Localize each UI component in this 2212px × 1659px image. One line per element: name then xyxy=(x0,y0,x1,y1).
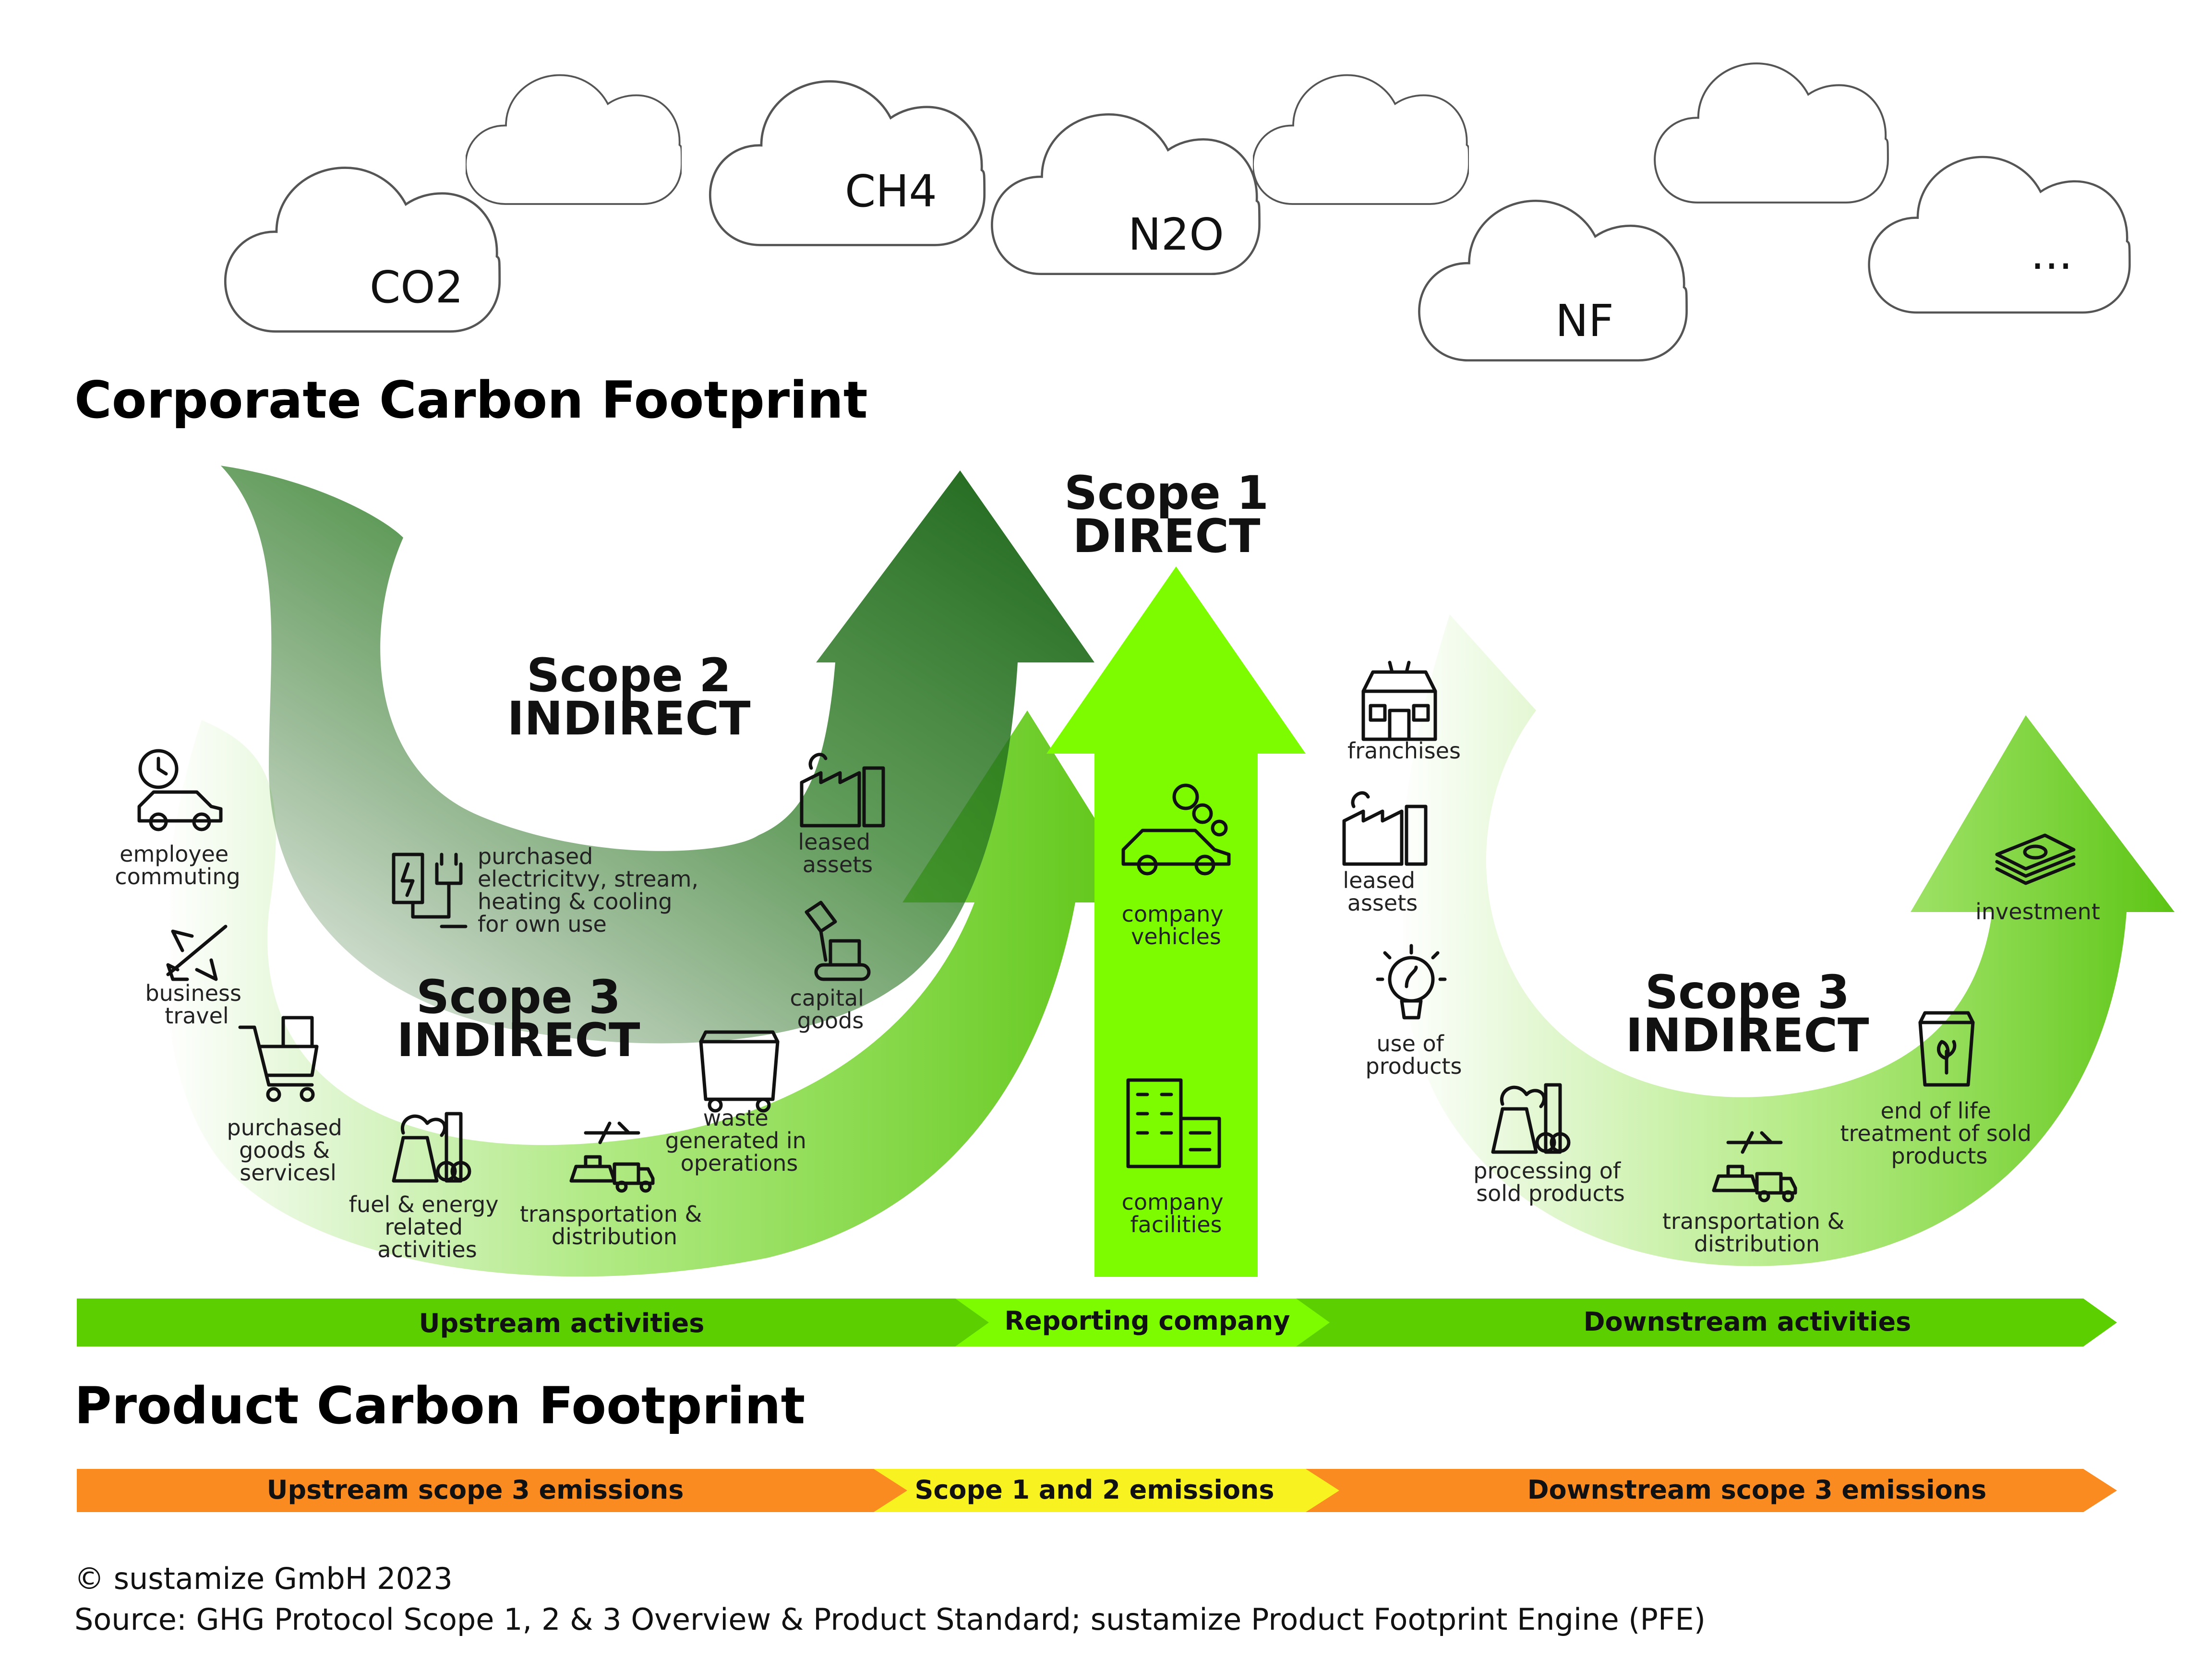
heading-corporate-carbon-footprint: Corporate Carbon Footprint xyxy=(74,371,868,430)
scope1-label: Scope 1 DIRECT xyxy=(1064,466,1269,563)
label-transportation-upstream: transportation & distribution xyxy=(520,1201,709,1250)
cloud-more: ... xyxy=(1869,157,2130,313)
cloud-n2o: N2O xyxy=(992,114,1259,274)
label-end-of-life: end of life treatment of sold products xyxy=(1840,1098,2038,1169)
waste-bin-icon xyxy=(699,1030,780,1113)
cloud-blank-1 xyxy=(466,74,682,205)
scope2-arrow xyxy=(221,466,1094,1044)
scope3-downstream-arrow xyxy=(1398,614,2175,1266)
cloud-label-ch4: CH4 xyxy=(845,166,937,217)
heading-product-carbon-footprint: Product Carbon Footprint xyxy=(74,1376,805,1435)
cloud-label-n2o: N2O xyxy=(1128,209,1224,260)
excavator-icon xyxy=(805,901,871,981)
label-transportation-downstream: transportation & distribution xyxy=(1662,1208,1851,1257)
cloud-blank-3 xyxy=(1655,63,1888,203)
band-label-upstream-activities: Upstream activities xyxy=(419,1308,705,1338)
factory-icon xyxy=(800,753,885,828)
airplane-icon xyxy=(166,925,228,981)
processing-plant-icon xyxy=(1491,1083,1571,1154)
label-leased-assets-upstream: leased assets xyxy=(798,829,877,878)
band-downstream-activities xyxy=(1296,1298,2117,1346)
scope3-downstream-line2: INDIRECT xyxy=(1626,1009,1869,1062)
label-purchased-electricity: purchased electricitvy, stream, heating … xyxy=(478,843,706,937)
electric-plug-icon xyxy=(392,853,468,928)
footer-source: Source: GHG Protocol Scope 1, 2 & 3 Over… xyxy=(74,1602,1706,1637)
band-label-downstream-scope3: Downstream scope 3 emissions xyxy=(1527,1475,1987,1505)
band-label-upstream-scope3: Upstream scope 3 emissions xyxy=(267,1475,684,1505)
recycle-bin-icon xyxy=(1918,1011,1975,1087)
band-upstream-activities xyxy=(77,1298,994,1346)
label-fuel-energy: fuel & energy related activities xyxy=(349,1191,505,1262)
band-downstream-scope3 xyxy=(1306,1469,2117,1512)
office-building-icon xyxy=(1126,1078,1221,1168)
cloud-label-more: ... xyxy=(2031,228,2073,279)
car-emission-icon xyxy=(1121,783,1231,876)
money-stack-icon xyxy=(1995,833,2076,885)
band-label-reporting-company: Reporting company xyxy=(1005,1306,1290,1336)
label-investment: investment xyxy=(1975,899,2100,925)
label-business-travel: business travel xyxy=(145,980,248,1029)
employee-commuting-icon xyxy=(137,749,223,831)
label-franchises: franchises xyxy=(1347,738,1461,764)
label-company-facilities: company facilities xyxy=(1122,1189,1231,1238)
scope3-upstream-arrow xyxy=(164,710,1148,1277)
scope3-upstream-label: Scope 3 INDIRECT xyxy=(397,970,640,1067)
shopping-cart-icon xyxy=(238,1016,319,1102)
label-company-vehicles: company vehicles xyxy=(1122,901,1231,950)
band-label-downstream-activities: Downstream activities xyxy=(1584,1307,1911,1337)
cloud-ch4: CH4 xyxy=(710,82,984,245)
band-reporting-company xyxy=(955,1298,1339,1346)
label-capital-goods: capital goods xyxy=(790,985,871,1034)
scope2-line2: INDIRECT xyxy=(507,692,751,745)
transport-icon xyxy=(569,1121,655,1193)
label-use-of-products: use of products xyxy=(1366,1031,1462,1079)
storefront-icon xyxy=(1361,661,1437,741)
scope3-upstream-line1: Scope 3 xyxy=(416,970,621,1024)
cloud-nf: NF xyxy=(1419,201,1686,360)
cloud-blank-2 xyxy=(1253,74,1469,205)
scope2-line1: Scope 2 xyxy=(527,649,731,702)
scope2-label: Scope 2 INDIRECT xyxy=(507,649,751,745)
cloud-label-co2: CO2 xyxy=(370,262,463,313)
label-employee-commuting: employee commuting xyxy=(115,841,240,890)
scope1-line1: Scope 1 xyxy=(1064,466,1269,520)
label-leased-assets-downstream: leased assets xyxy=(1343,867,1422,916)
label-waste: waste generated in operations xyxy=(665,1105,814,1176)
band-upstream-scope3 xyxy=(77,1469,912,1512)
scope1-line2: DIRECT xyxy=(1073,509,1261,563)
footer-copyright: © sustamize GmbH 2023 xyxy=(74,1561,453,1596)
scope3-downstream-line1: Scope 3 xyxy=(1645,965,1850,1019)
power-plant-icon xyxy=(392,1112,471,1183)
factory-icon-downstream xyxy=(1342,791,1428,866)
scope1-arrow xyxy=(1046,566,1306,1277)
band-label-scope1-2: Scope 1 and 2 emissions xyxy=(914,1475,1274,1505)
cloud-co2: CO2 xyxy=(225,168,499,332)
scope3-upstream-line2: INDIRECT xyxy=(397,1013,640,1067)
transport-icon-downstream xyxy=(1712,1131,1797,1202)
label-purchased-goods: purchased goods & servicesl xyxy=(227,1115,349,1186)
scope3-downstream-label: Scope 3 INDIRECT xyxy=(1626,965,1869,1062)
label-processing-sold-products: processing of sold products xyxy=(1473,1158,1628,1206)
lightbulb-icon xyxy=(1376,944,1447,1020)
band-scope1-2 xyxy=(874,1469,1344,1512)
cloud-label-nf: NF xyxy=(1555,295,1614,347)
